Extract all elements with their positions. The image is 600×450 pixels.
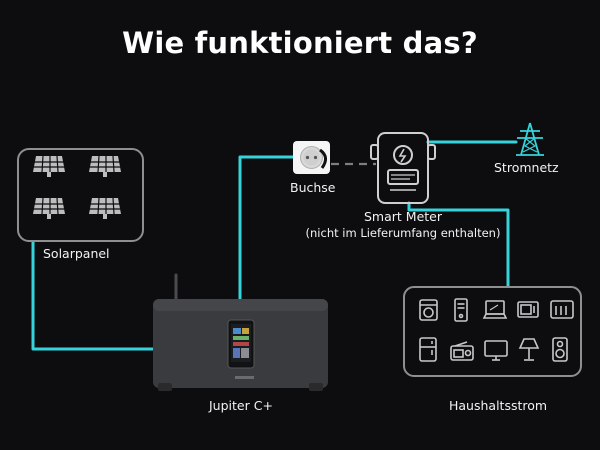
page-title: Wie funktioniert das? — [122, 26, 478, 60]
cable-device-to-socket — [238, 155, 296, 302]
microwave-icon — [517, 301, 539, 318]
socket-icon — [293, 141, 330, 174]
radio-icon — [450, 341, 474, 361]
fridge-icon — [419, 337, 437, 362]
smart-meter-label: Smart Meter — [364, 209, 442, 224]
solar-panel-icon — [33, 155, 121, 219]
cables — [31, 140, 518, 351]
socket-label: Buchse — [290, 180, 336, 195]
lamp-icon — [518, 338, 540, 361]
pc-tower-icon — [454, 298, 468, 322]
cable-meter-to-household — [407, 201, 510, 289]
household-box — [403, 286, 582, 377]
device-label: Jupiter C+ — [209, 398, 273, 413]
solar-panel-label: Solarpanel — [43, 246, 110, 261]
battery-unit — [153, 273, 328, 391]
tv-icon — [484, 340, 508, 361]
cable-solar-to-device — [31, 239, 155, 351]
washing-machine-icon — [419, 299, 438, 321]
power-tower-icon — [516, 122, 544, 156]
toaster-icon — [550, 300, 574, 319]
power-grid-label: Stromnetz — [494, 160, 559, 175]
smart-meter-icon — [370, 132, 436, 204]
household-appliances — [419, 298, 574, 362]
household-label: Haushaltsstrom — [449, 398, 548, 413]
laptop-icon — [482, 300, 508, 319]
smart-meter-note: (nicht im Lieferumfang enthalten) — [305, 226, 501, 240]
speaker-icon — [552, 337, 568, 362]
